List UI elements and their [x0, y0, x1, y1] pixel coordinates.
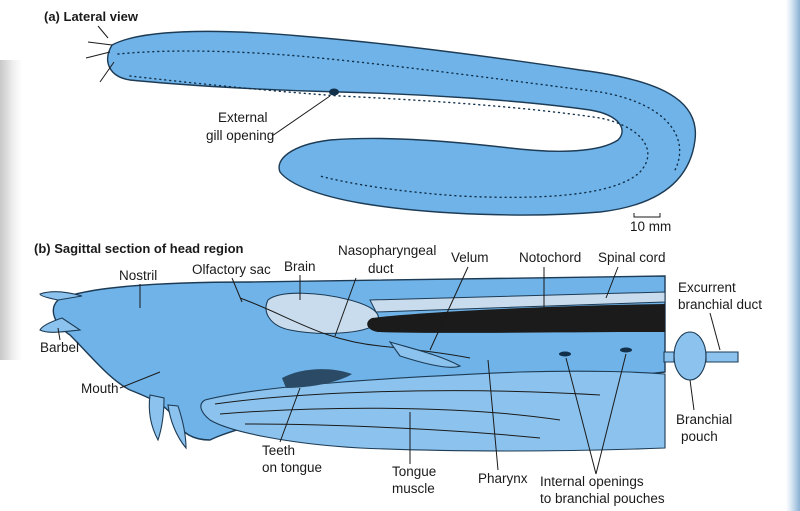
branchial-pouch	[663, 331, 739, 381]
nasopharyngeal-duct	[239, 297, 471, 359]
teeth-on-tongue	[282, 369, 352, 388]
label-excurrent-branchial-duct: Excurrent branchial duct	[678, 280, 762, 312]
gill-pore-row	[129, 75, 649, 199]
tongue-layer-3	[244, 423, 541, 439]
head-barbel-3	[99, 61, 115, 83]
external-gill-opening-mark	[329, 88, 339, 96]
leader-spinal-cord	[605, 266, 619, 299]
panel-a-title: (a) Lateral view	[44, 9, 139, 24]
label-olfactory-sac: Olfactory sac	[192, 262, 271, 277]
spinal-cord	[369, 291, 666, 313]
label-pharynx: Pharynx	[478, 471, 528, 486]
label-nasopharyngeal-duct: Nasopharyngeal duct	[338, 243, 440, 276]
leader-barbel	[57, 327, 61, 341]
leader-teeth-on-tongue	[279, 387, 301, 443]
internal-opening-2	[620, 347, 632, 353]
panel-b-title: (b) Sagittal section of head region	[34, 241, 244, 256]
mouth-tentacle-1	[148, 394, 165, 442]
internal-opening-1	[559, 351, 571, 357]
label-internal-openings: Internal openings to branchial pouches	[540, 474, 665, 506]
leader-internal-opening-2	[595, 353, 627, 475]
label-branchial-pouch: Branchial pouch	[676, 412, 736, 444]
mouth-tentacle-2	[167, 404, 187, 450]
leader-mouth	[119, 371, 161, 389]
page-edge-tint	[786, 0, 800, 511]
barbel-upper	[39, 291, 83, 301]
head-barbel-2	[85, 51, 111, 59]
label-velum: Velum	[451, 250, 489, 265]
tongue-muscle-region	[200, 370, 666, 452]
leader-olfactory-sac	[231, 277, 243, 303]
panel-a-lateral-view: (a) Lateral view External gill opening 1…	[44, 9, 697, 234]
label-nostril: Nostril	[119, 268, 157, 283]
tongue-layer-1	[214, 390, 601, 405]
leader-nasopharyngeal-duct	[334, 277, 357, 337]
label-brain: Brain	[284, 259, 316, 274]
leader-velum	[429, 266, 469, 351]
scale-bar-label: 10 mm	[630, 219, 671, 234]
velum	[388, 341, 462, 368]
label-external-gill-opening: External gill opening	[206, 110, 274, 143]
leader-internal-opening-1	[565, 357, 597, 475]
hagfish-body	[107, 30, 697, 216]
label-tongue-muscle: Tongue muscle	[392, 464, 440, 496]
page-edge-shadow	[0, 60, 22, 360]
head-barbel-4	[97, 25, 109, 39]
label-barbel: Barbel	[40, 340, 79, 355]
label-teeth-on-tongue: Teeth on tongue	[262, 443, 322, 475]
leader-branchial-pouch	[689, 379, 695, 411]
label-notochord: Notochord	[519, 250, 581, 265]
leader-external-gill-opening	[271, 95, 331, 137]
head-barbel-1	[87, 41, 113, 46]
scale-bar: 10 mm	[630, 213, 671, 234]
label-mouth: Mouth	[81, 381, 119, 396]
barbel	[39, 317, 82, 333]
label-spinal-cord: Spinal cord	[598, 250, 666, 265]
leader-pharynx	[487, 359, 499, 471]
tongue-layer-2	[219, 407, 561, 421]
panel-b-sagittal-section: (b) Sagittal section of head region	[34, 241, 762, 506]
leader-excurrent-branchial-duct	[709, 312, 721, 351]
